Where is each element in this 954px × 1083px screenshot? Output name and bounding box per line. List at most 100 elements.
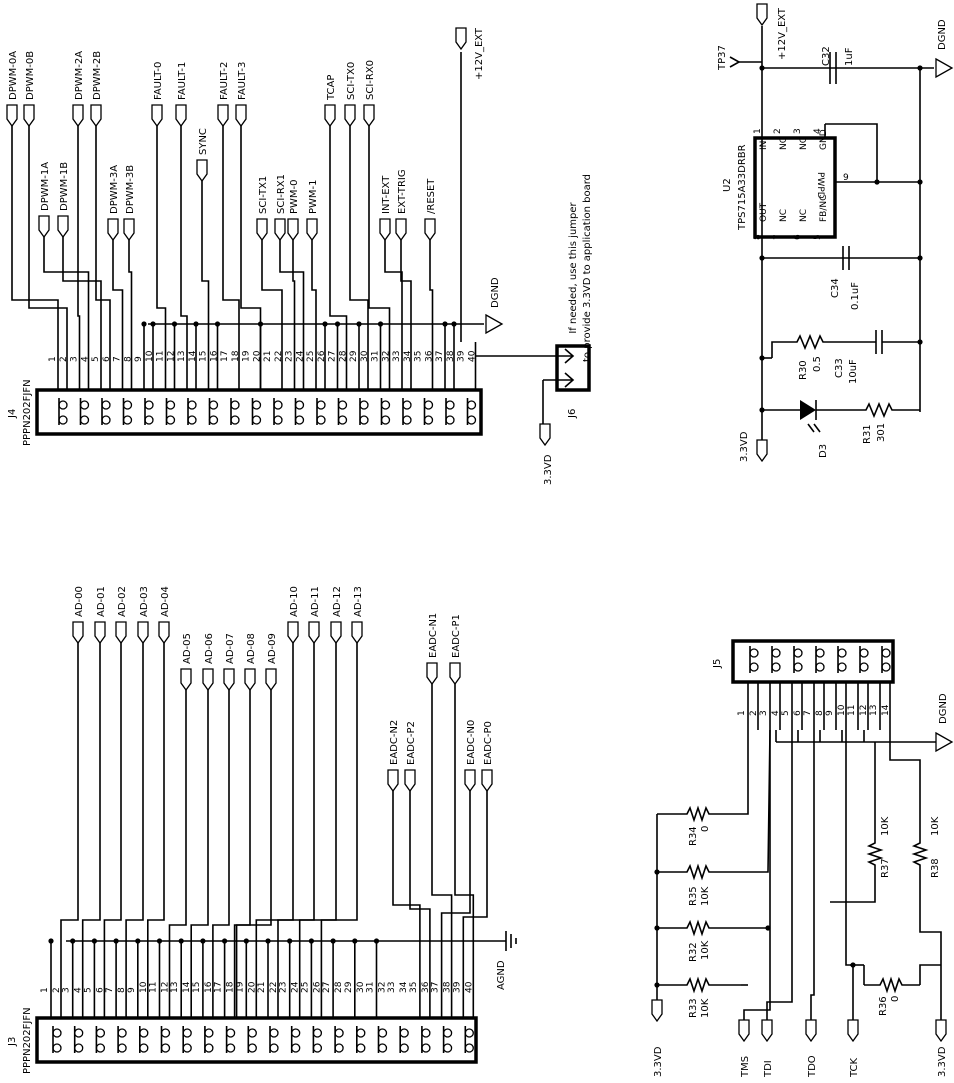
j3-part: PPPN202FJFN (22, 1007, 33, 1074)
j4-signal-flag (424, 218, 436, 242)
j4-pin-number: 9 (134, 356, 144, 362)
j3-signal-ad-05: AD-05 (182, 633, 193, 664)
j4-pin (359, 400, 369, 410)
j4-pin-number: 37 (435, 351, 445, 362)
j3-signal-ad-02: AD-02 (117, 586, 128, 617)
j3-pin-number: 8 (117, 987, 127, 993)
j3-signal-ad-04: AD-04 (160, 586, 171, 617)
c34-value: 0.1uF (850, 282, 861, 310)
j4-pin (316, 400, 326, 410)
r38-ref: R38 (930, 858, 941, 878)
u2-pin-name: GND (819, 129, 829, 150)
j3-pin (139, 1028, 149, 1038)
j5-port-3v3-left: 3.3VD (653, 1046, 664, 1077)
j3-pin (377, 1043, 388, 1053)
j3-pin-number: 9 (127, 987, 137, 993)
j4-pin-number: 2 (59, 356, 69, 362)
j3-pin-number: 5 (83, 987, 93, 993)
j3-pin-number: 25 (300, 982, 310, 993)
j4-pin-number: 8 (124, 356, 134, 362)
j3-pin-number: 27 (322, 982, 332, 993)
j4-pin (187, 415, 197, 425)
j3-pin (399, 1043, 409, 1053)
j3-signal-flag (287, 621, 299, 645)
j4-pin-number: 25 (306, 351, 316, 362)
j5-pin-number: 10 (837, 704, 847, 716)
r33-ref: R33 (688, 998, 699, 1018)
j4-signal-flag (175, 104, 187, 128)
j3-signal-flag (449, 662, 461, 686)
j4-pin (230, 415, 240, 425)
j3-signal-eadc-n0: EADC-N0 (466, 720, 477, 765)
j3-pin (160, 1043, 171, 1053)
j5-pin (793, 648, 803, 658)
j4-signal-pwm-1: PWM-1 (308, 179, 319, 214)
j4-pin-number: 15 (199, 351, 209, 362)
j3-pin (160, 1028, 171, 1038)
reg-12v-ext: +12V_EXT (777, 7, 788, 60)
j3-pin (377, 1028, 388, 1038)
u2-body (753, 136, 837, 239)
j3-agnd-label: AGND (496, 960, 507, 990)
r36-ref: R36 (878, 996, 889, 1016)
j5-port-tms-flag (738, 1019, 750, 1043)
j4-pin (101, 400, 111, 410)
j4-pin (79, 415, 90, 425)
j4-signal-flag (123, 218, 135, 242)
j5-pin (749, 648, 759, 658)
j6-note-line2: to provide 3.3VD to application board (582, 174, 593, 362)
j3-pin-number: 35 (409, 982, 419, 993)
j4-signal-dpwm-2a: DPWM-2A (74, 51, 85, 100)
j3-signal-flag (72, 621, 84, 645)
j3-signal-flag (202, 668, 214, 692)
j6-body (555, 344, 591, 392)
j5-port-tck-flag (847, 1019, 859, 1043)
j4-12v-ext-label: +12V_EXT (474, 27, 485, 80)
j5-pin (749, 662, 759, 672)
c33-ref: C33 (834, 358, 845, 378)
j3-pin (269, 1028, 279, 1038)
j3-pin-number: 39 (452, 981, 462, 993)
j4-pin-number: 20 (253, 350, 263, 362)
c32-value: 1uF (844, 47, 855, 66)
j4-signal-flag (38, 215, 50, 239)
j4-signal-pwm-0: PWM-0 (289, 179, 300, 214)
j3-signal-eadc-p2: EADC-P2 (406, 721, 417, 765)
j5-pin-number: 12 (859, 705, 869, 716)
r36-value: 0 (890, 996, 901, 1002)
j4-signal-flag (23, 104, 35, 128)
j4-pin-number: 35 (414, 351, 424, 362)
j5-pin-number: 3 (759, 710, 769, 716)
j5-port-tdo-flag (805, 1019, 817, 1043)
j4-pin (273, 415, 283, 425)
j3-signal-flag (265, 668, 277, 692)
j4-signal-dpwm-1a: DPWM-1A (40, 162, 51, 211)
j4-part: PPPN202FJFN (22, 379, 33, 446)
j4-pin (402, 415, 412, 425)
j4-signal-flag (256, 218, 268, 242)
j3-pin (117, 1028, 127, 1038)
j3-pin (182, 1043, 192, 1053)
j4-pin (208, 415, 219, 425)
j6-jumper: 3.3VD J6 If needed, use this jumper to p… (476, 174, 593, 485)
j4-pin (208, 400, 219, 410)
u2-pin-number: 6 (793, 234, 803, 240)
u2-pin-number: 4 (813, 128, 823, 134)
j4-pin-number: 4 (81, 356, 91, 362)
j5-pin (881, 662, 891, 672)
j4-pin-number: 38 (446, 350, 456, 362)
j3-pin (95, 1028, 106, 1038)
j3-signal-flag (115, 621, 127, 645)
j5-port-3v3-right: 3.3VD (937, 1046, 948, 1077)
u2-pin-name: NC (799, 137, 809, 150)
j4-pin-number: 14 (188, 350, 198, 362)
j4-pin-number: 7 (113, 356, 123, 362)
r30-ref: R30 (798, 360, 809, 380)
j3-signal-flag (308, 621, 320, 645)
u2-pin-name: NC (799, 209, 809, 222)
r32-ref: R32 (688, 942, 699, 962)
j3-pin-number: 13 (170, 982, 180, 993)
r30-value: 0.5 (812, 356, 823, 372)
u2-pin-number: 9 (843, 173, 849, 183)
